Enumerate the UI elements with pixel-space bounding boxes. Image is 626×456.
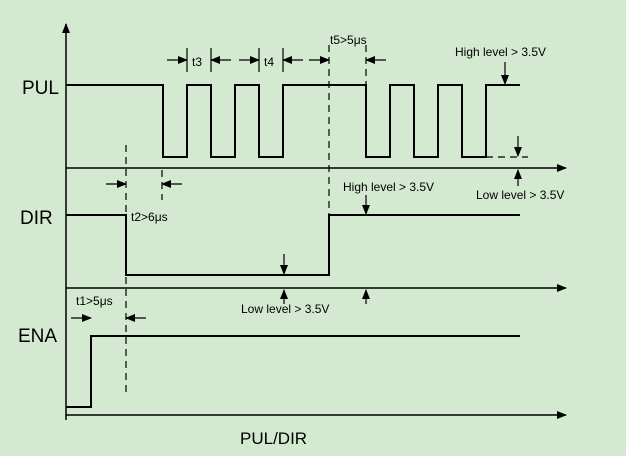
t3-label: t3 xyxy=(192,55,202,69)
ena-waveform xyxy=(66,335,520,408)
axis-label: PUL/DIR xyxy=(240,429,307,448)
t4-label: t4 xyxy=(264,55,274,69)
t2-label: t2>6μs xyxy=(131,210,168,224)
pul-low-level-label: Low level > 3.5V xyxy=(476,188,564,202)
pul-label: PUL xyxy=(22,78,59,99)
pul-high-level-label: High level > 3.5V xyxy=(455,45,546,59)
dir-label: DIR xyxy=(20,208,53,229)
dir-high-level-label: High level > 3.5V xyxy=(343,180,434,194)
t1-label: t1>5μs xyxy=(76,294,113,308)
pul-waveform xyxy=(66,84,520,158)
dir-low-level-label: Low level > 3.5V xyxy=(241,302,329,316)
ena-label: ENA xyxy=(18,326,57,347)
t5-label: t5>5μs xyxy=(330,33,367,47)
dir-waveform xyxy=(66,214,520,276)
